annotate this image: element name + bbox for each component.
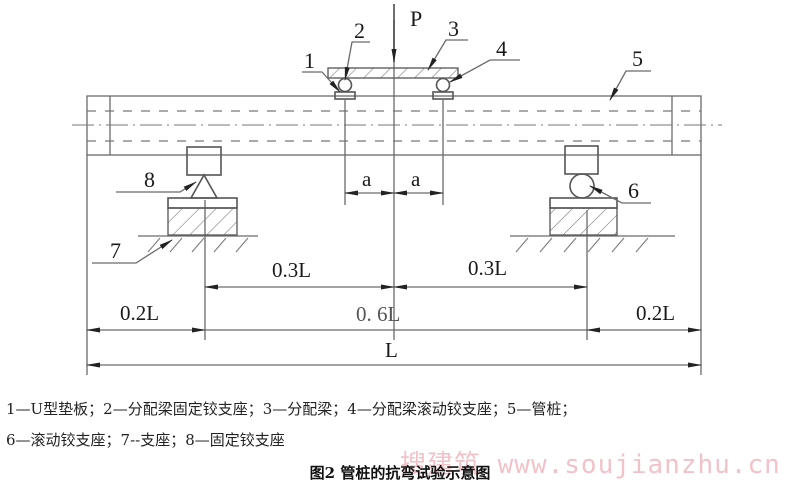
beam-rolling-hinge-support — [432, 77, 454, 100]
distribution-beam — [327, 67, 459, 79]
dimension-L: L — [86, 338, 702, 368]
ground-hatch-left — [147, 237, 249, 253]
dimension-0-2L-0-6L: 0.2L 0. 6L 0.2L — [86, 301, 702, 333]
watermark: 搜建筑 www.soujianzhu.cn — [400, 450, 781, 480]
label-7: 7 — [110, 238, 121, 263]
label-8: 8 — [144, 167, 155, 192]
label-1: 1 — [304, 48, 315, 73]
right-rolling-hinge-support: 6 — [510, 145, 675, 253]
load-label: P — [410, 6, 422, 31]
pipe-pile — [72, 95, 722, 156]
dimension-0-3L: 0.3L 0.3L — [204, 256, 588, 290]
ground-hatch-right — [515, 237, 649, 253]
dim-0-3L-right: 0.3L — [468, 256, 507, 280]
dim-0-6L: 0. 6L — [356, 302, 400, 326]
label-4: 4 — [496, 36, 507, 61]
legend-line-2: 6—滚动铰支座；7--支座；8—固定铰支座 — [6, 431, 285, 449]
u-pad — [334, 91, 356, 100]
label-3: 3 — [448, 16, 459, 41]
dimension-a: a a — [344, 167, 444, 196]
pipe-pile-bending-test-diagram: P 1 2 3 4 5 — [72, 4, 722, 375]
load-arrow: P — [391, 4, 422, 63]
dim-L: L — [385, 338, 398, 362]
dim-a-right: a — [411, 167, 421, 191]
dim-0-2L-left: 0.2L — [120, 301, 159, 325]
dim-0-2L-right: 0.2L — [636, 301, 675, 325]
left-fixed-hinge-support: 8 7 — [92, 146, 258, 264]
label-6: 6 — [628, 178, 639, 203]
dim-a-left: a — [362, 167, 372, 191]
figure-caption: 图2 管桩的抗弯试验示意图 — [309, 464, 491, 482]
label-2: 2 — [354, 18, 365, 43]
leaders-top: 1 2 3 4 5 — [302, 16, 651, 101]
legend-line-1: 1—U型垫板；2—分配梁固定铰支座；3—分配梁；4—分配梁滚动铰支座；5—管桩； — [6, 400, 577, 418]
dim-0-3L-left: 0.3L — [272, 258, 311, 282]
label-5: 5 — [632, 46, 643, 71]
